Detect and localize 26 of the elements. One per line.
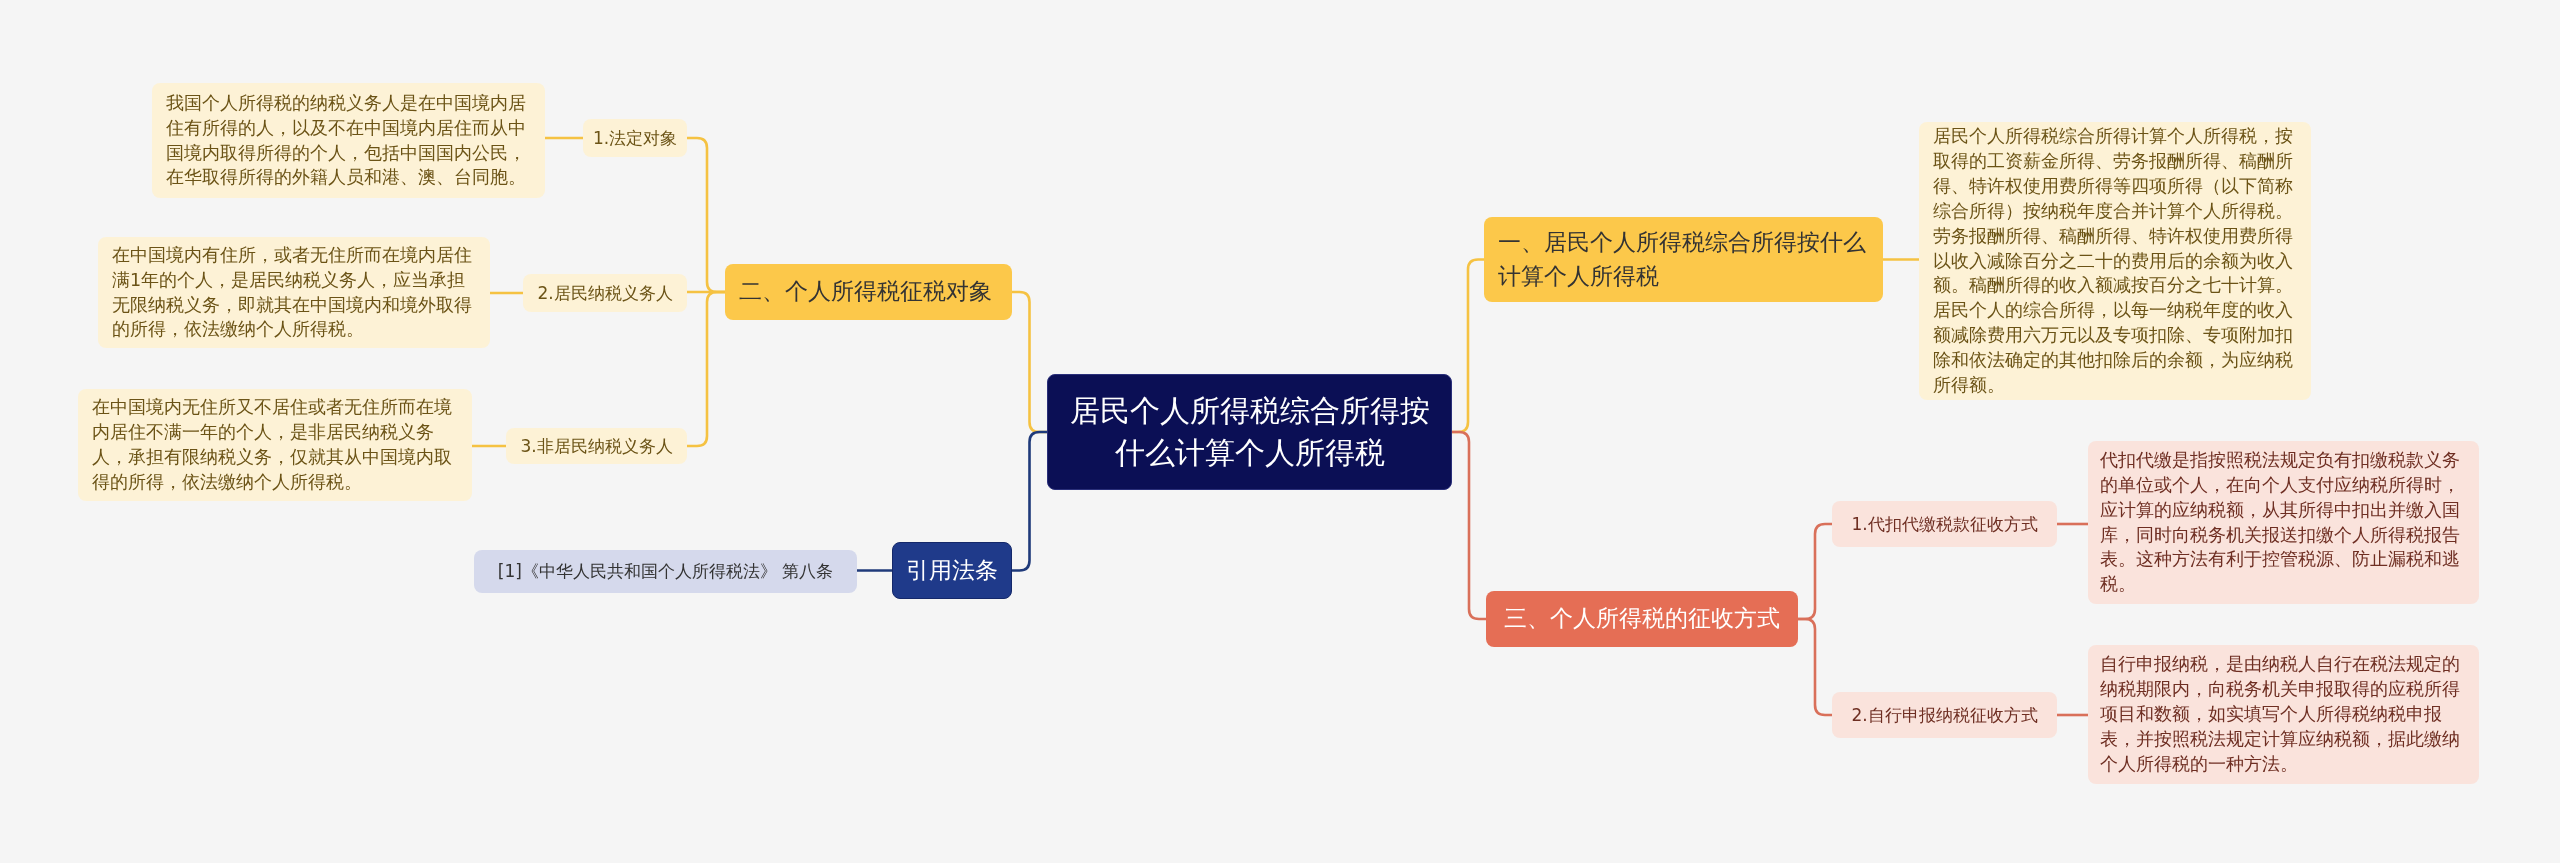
note-box: 自行申报纳税，是由纳税人自行在税法规定的纳税期限内，向税务机关申报取得的应税所得项目和数额，如实填写个人所得税纳税申报表，并按照税法规定计算应纳税额，据此缴纳个人所得税的一种方法。 [2088, 645, 2479, 784]
connector-line [472, 444, 506, 448]
topic-box: 三、个人所得税的征收方式 [1486, 591, 1798, 647]
topic-box: 一、居民个人所得税综合所得按什么计算个人所得税 [1484, 217, 1883, 302]
subtopic-box: 2.居民纳税义务人 [523, 274, 687, 312]
connector-line [2057, 713, 2088, 717]
note-box: 我国个人所得税的纳税义务人是在中国境内居住有所得的人，以及不在中国境内居住而从中国境内取得所得的个人，包括中国国内公民，在华取得所得的外籍人员和港、澳、台同胞。 [152, 83, 545, 198]
connector-line [1883, 258, 1919, 261]
subtopic-box: 2.自行申报纳税征收方式 [1832, 692, 2057, 738]
note-box: 在中国境内有住所，或者无住所而在境内居住满1年的个人，是居民纳税义务人，应当承担无限纳税义务，即就其在中国境内和境外取得的所得，依法缴纳个人所得税。 [98, 237, 490, 348]
root-topic-box: 居民个人所得税综合所得按什么计算个人所得税 [1047, 374, 1452, 490]
connector-line [857, 569, 892, 572]
note-box: 在中国境内无住所又不居住或者无住所而在境内居住不满一年的个人，是非居民纳税义务人，承担有限纳税义务，仅就其从中国境内取得的所得，依法缴纳个人所得税。 [78, 389, 472, 501]
topic-box: 引用法条 [892, 542, 1012, 599]
connector-line [1012, 430, 1047, 572]
topic-box: 二、个人所得税征税对象 [725, 264, 1012, 320]
connector-line [687, 290, 725, 448]
note-box: 居民个人所得税综合所得计算个人所得税，按取得的工资薪金所得、劳务报酬所得、稿酬所得、特许权使用费所得等四项所得（以下简称综合所得）按纳税年度合并计算个人所得税。劳务报酬所得、稿酬所得、特许权使用费所得以收入减除百分之二十的费用后的余额为收入额。稿酬所得的收入额减按百分之七十计算。居民个人的综合所得，以每一纳税年度的收入额减除费用六万元以及专项扣除、专项附加扣除和依法确定的其他扣除后的余额，为应纳税所得额。 [1919, 122, 2311, 400]
connector-line [490, 291, 523, 295]
note-box: 代扣代缴是指按照税法规定负有扣缴税款义务的单位或个人，在向个人支付应纳税所得时，应计算的应纳税额，从其所得中扣出并缴入国库，同时向税务机关报送扣缴个人所得税报告表。这种方法有利于控管税源、防止漏税和逃税。 [2088, 441, 2479, 604]
subtopic-box: 1.法定对象 [583, 119, 687, 157]
reference-box: [1]《中华人民共和国个人所得税法》 第八条 [474, 550, 857, 593]
subtopic-box: 1.代扣代缴税款征收方式 [1832, 501, 2057, 547]
connector-line [545, 136, 583, 140]
subtopic-box: 3.非居民纳税义务人 [506, 428, 687, 464]
connector-line [2057, 522, 2088, 526]
